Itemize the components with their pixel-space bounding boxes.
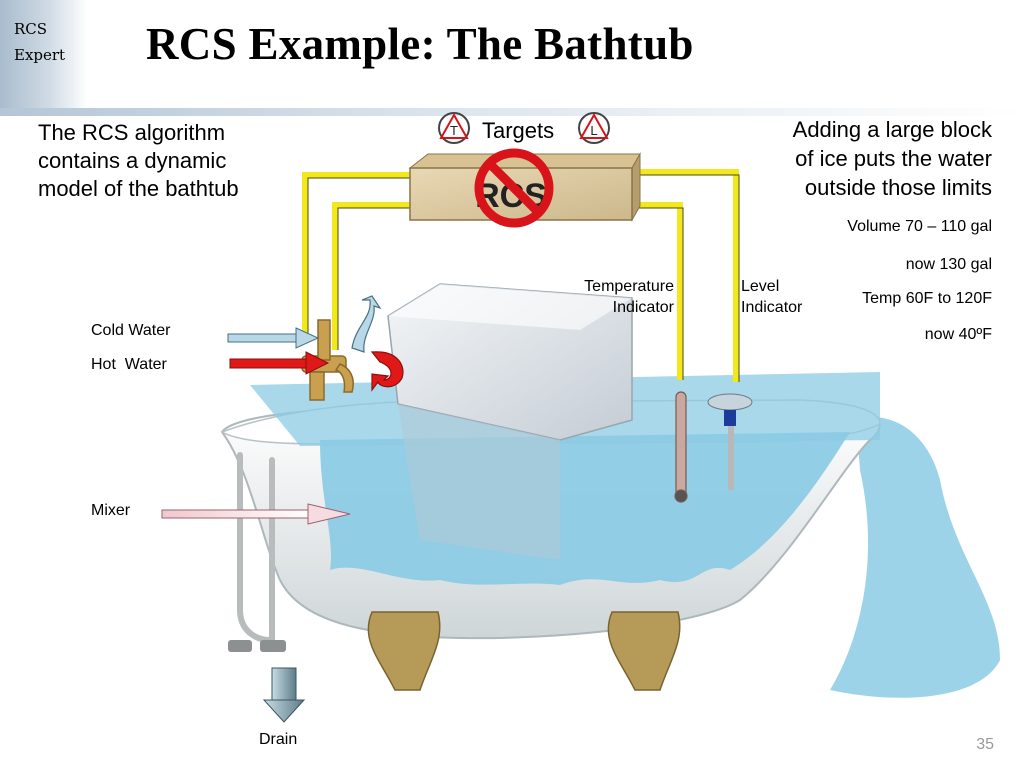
level-label-line-1: Level: [741, 278, 780, 295]
note-line-2: of ice puts the water: [795, 146, 992, 171]
logo-line-2: Expert: [14, 46, 66, 64]
level-indicator-float: [707, 393, 753, 490]
intro-line-1: The RCS algorithm: [38, 120, 226, 145]
slide-title: RCS Example: The Bathtub: [146, 19, 694, 69]
signal-lines: [302, 169, 739, 382]
drain-label: Drain: [259, 731, 298, 748]
target-l-symbol: L: [590, 123, 597, 138]
rcs-expert-logo: RCS Expert: [0, 0, 88, 112]
volume-now: now 130 gal: [905, 256, 992, 273]
page-number: 35: [976, 736, 994, 753]
temperature-label-line-2: Indicator: [612, 299, 674, 316]
hot-water-arrow: [229, 351, 330, 375]
tub-feet: [367, 611, 681, 691]
header-rule: [0, 108, 1024, 116]
supply-pipes: [237, 452, 275, 648]
pipe-joints: [228, 640, 286, 652]
drain-arrow: [262, 667, 306, 723]
intro-text: The RCS algorithm contains a dynamic mod…: [38, 119, 239, 203]
volume-limit: Volume 70 – 110 gal: [847, 218, 992, 235]
target-l-icon: L: [578, 112, 610, 144]
submerged-ice: [398, 404, 560, 560]
temp-limit: Temp 60F to 120F: [862, 290, 992, 307]
target-t-icon: T: [438, 112, 470, 144]
logo-line-1: RCS: [14, 20, 48, 38]
cold-water-arrow: [227, 327, 320, 349]
temperature-indicator-label: Temperature Indicator: [584, 276, 674, 318]
prohibition-icon: [474, 148, 554, 228]
intro-line-3: model of the bathtub: [38, 176, 239, 201]
hot-water-label: Hot Water: [91, 356, 167, 373]
cold-water-label: Cold Water: [91, 322, 171, 339]
temp-now: now 40ºF: [924, 326, 992, 343]
targets-label: Targets: [482, 118, 555, 143]
level-label-line-2: Indicator: [741, 299, 803, 316]
mixer-arrow: [161, 503, 351, 525]
hot-flow-arrow: [370, 351, 404, 392]
cold-flow-arrow: [351, 295, 382, 353]
temperature-label-line-1: Temperature: [584, 278, 674, 295]
mixer-label: Mixer: [91, 502, 131, 519]
target-t-symbol: T: [450, 123, 458, 138]
temperature-indicator-probe: [674, 391, 688, 503]
ice-note: Adding a large block of ice puts the wat…: [793, 115, 992, 202]
overflow-water: [830, 416, 1000, 698]
note-line-1: Adding a large block: [792, 117, 992, 142]
note-line-3: outside those limits: [804, 175, 992, 200]
level-indicator-label: Level Indicator: [741, 276, 802, 318]
intro-line-2: contains a dynamic: [38, 148, 227, 173]
